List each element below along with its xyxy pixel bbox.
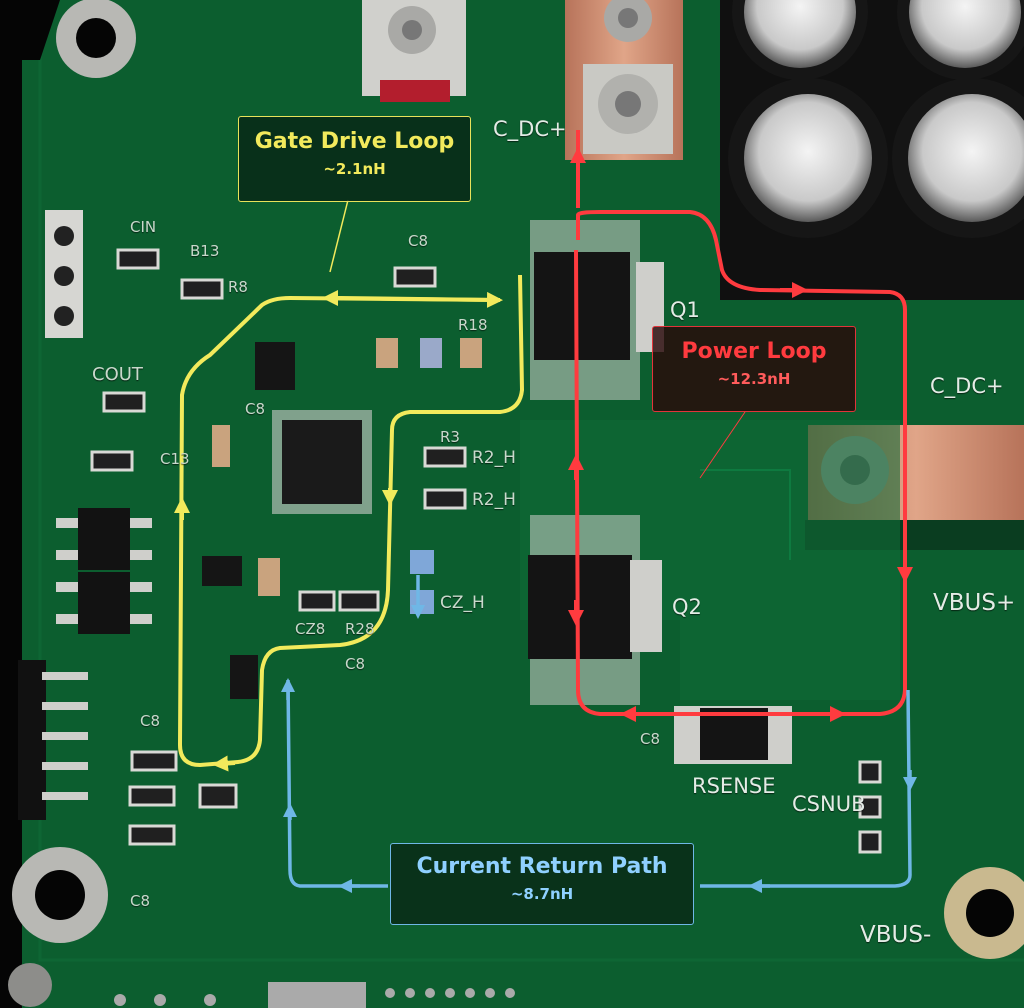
label-q2: Q2 <box>672 595 702 619</box>
label-cz8: CZ8 <box>295 620 326 638</box>
label-c8-d: C8 <box>130 892 151 910</box>
mounting-hole-bottom-left <box>12 847 108 943</box>
label-r18: R18 <box>458 316 488 334</box>
gate-drive-loop-title: Gate Drive Loop <box>254 129 455 154</box>
capacitor-bank <box>720 0 1024 300</box>
label-c8-e: C8 <box>640 730 661 748</box>
power-loop-value: ~12.3nH <box>717 370 791 388</box>
mounting-hole-bottom-right <box>944 867 1024 959</box>
label-c8-f: C8 <box>345 655 366 673</box>
current-return-path-callout: Current Return Path ~8.7nH <box>390 843 694 925</box>
label-b13: B13 <box>190 242 220 260</box>
label-c13: C13 <box>160 450 190 468</box>
label-v-bus-minus: VBUS- <box>860 922 932 948</box>
label-c-dc-plus-right: C_DC+ <box>930 374 1004 398</box>
label-cz-h: CZ_H <box>440 593 485 613</box>
label-c-snub: CSNUB <box>792 792 866 816</box>
label-r8: R8 <box>228 278 248 296</box>
gate-drive-loop-callout: Gate Drive Loop ~2.1nH <box>238 116 471 202</box>
label-r2-h-1: R2_H <box>472 448 516 468</box>
power-loop-path <box>568 130 913 722</box>
label-c-dc-plus: C_DC+ <box>493 117 567 141</box>
mounting-hole-top-left <box>56 0 136 78</box>
current-return-path-title: Current Return Path <box>416 854 668 879</box>
gate-drive-loop-value: ~2.1nH <box>323 160 386 178</box>
mosfet-q1 <box>530 220 664 400</box>
current-return-path-value: ~8.7nH <box>510 885 574 903</box>
label-c8-a: C8 <box>408 232 429 250</box>
label-q1: Q1 <box>670 298 700 322</box>
label-c8-c: C8 <box>140 712 161 730</box>
label-cout: COUT <box>92 364 143 385</box>
power-loop-title: Power Loop <box>681 339 827 364</box>
label-r3: R3 <box>440 428 460 446</box>
label-c8-b: C8 <box>245 400 266 418</box>
power-loop-callout: Power Loop ~12.3nH <box>652 326 856 412</box>
label-r2-h-2: R2_H <box>472 490 516 510</box>
gate-drive-callout-line <box>329 199 349 273</box>
mosfet-q2 <box>528 515 662 705</box>
label-r-sense: RSENSE <box>692 774 776 798</box>
mcu-chip <box>272 410 372 514</box>
gate-drive-loop-path <box>174 274 524 772</box>
label-r28: R28 <box>345 620 375 638</box>
label-v-bus-plus: VBUS+ <box>933 590 1016 616</box>
current-return-path <box>281 575 917 893</box>
label-cin: CIN <box>130 218 157 236</box>
